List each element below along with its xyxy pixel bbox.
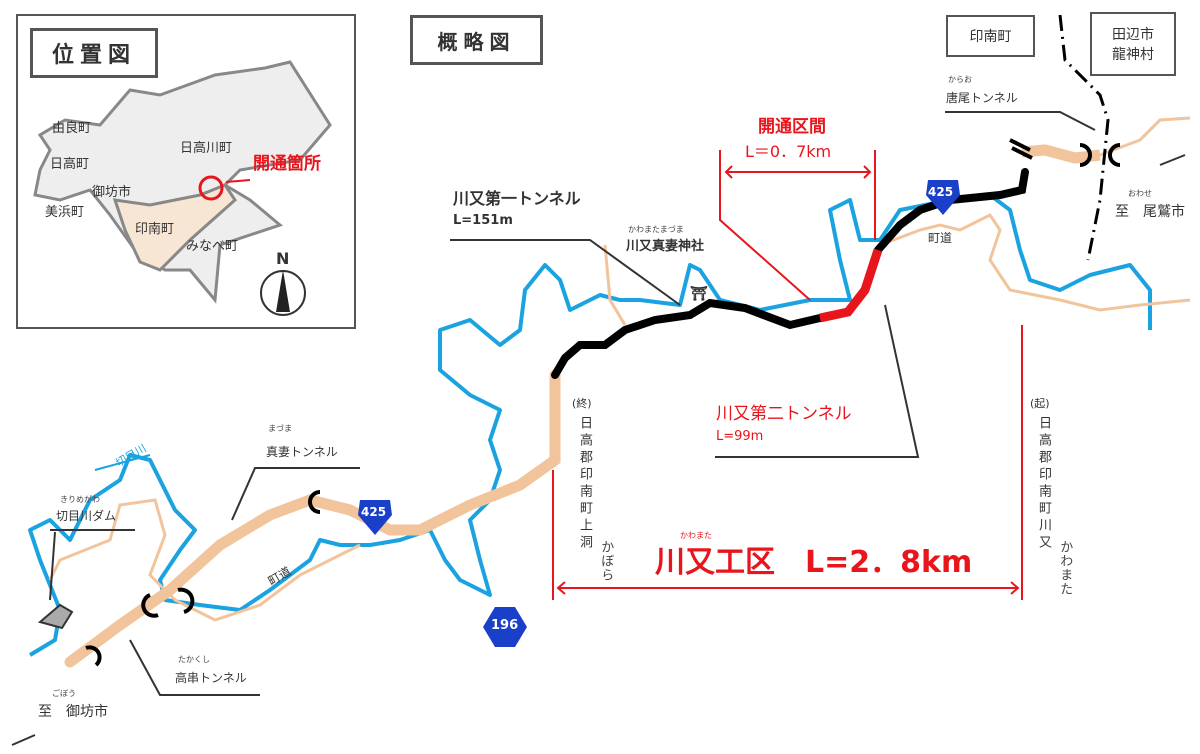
karao-tunnel-label: 唐尾トンネル — [946, 91, 1018, 105]
region-label: 印南町 — [135, 222, 175, 237]
takakushi-tunnel-label: 高串トンネル — [175, 671, 247, 685]
end-point-ruby: かぼら — [598, 540, 614, 582]
opening-length-label: L＝0．7km — [745, 142, 832, 161]
tunnel2-name: 川又第二トンネル — [716, 404, 852, 424]
to-gobo-label: 至 御坊市 — [38, 704, 108, 720]
route-196-number: 196 — [491, 618, 519, 633]
opening-site-arrow — [225, 179, 251, 183]
district-shape — [33, 60, 332, 304]
start-point-marker: (起) — [1030, 397, 1050, 410]
start-point-place: 日高郡印南町川又 — [1035, 416, 1051, 552]
ryujin-label: 龍神村 — [1112, 47, 1154, 63]
dam-label: 切目川ダム — [56, 509, 117, 523]
to-owase-label: 至 尾鷲市 — [1115, 204, 1185, 220]
shrine-icon: ⛩ — [690, 286, 708, 302]
route-425-number: 425 — [928, 185, 954, 199]
route-425-number: 425 — [361, 505, 387, 519]
region-label: 日高町 — [50, 157, 90, 172]
leader-lines — [11, 111, 1186, 746]
location-map-title: 位置図 — [30, 28, 158, 78]
tunnel-icon — [85, 138, 1121, 667]
mazuma-tunnel-label: 真妻トンネル — [266, 445, 338, 459]
route-425-existing — [64, 369, 561, 668]
end-point-place: 日高郡印南町上洞 — [576, 416, 592, 552]
region-label: 日高川町 — [180, 141, 233, 156]
new-road-west — [551, 298, 824, 379]
region-label: 由良町 — [52, 121, 92, 136]
overview-map-title: 概略図 — [410, 15, 543, 65]
opening-section-road — [819, 248, 883, 323]
route-425-shield-icon — [358, 180, 960, 535]
route-196-shield-icon — [483, 607, 527, 647]
region-label: 御坊市 — [92, 185, 132, 200]
gobo-ruby: ごぼう — [52, 689, 76, 698]
karao-ruby: からお — [948, 75, 972, 84]
section-ruby: かわまた — [680, 531, 712, 540]
tunnel1-name: 川又第一トンネル — [453, 189, 581, 208]
opening-section-label: 開通区間 — [758, 117, 826, 137]
north-arrow-icon — [276, 270, 290, 312]
tanabe-box: 田辺市 龍神村 — [1090, 12, 1176, 76]
opening-site-label: 開通箇所 — [253, 154, 321, 174]
end-point-marker: (終) — [572, 397, 592, 410]
innami-town-shape — [112, 183, 237, 272]
takakushi-ruby: たかくし — [178, 655, 210, 664]
town-road-label: 町道 — [928, 231, 953, 245]
region-label: みなべ町 — [186, 239, 239, 254]
route-425-existing-east — [1021, 144, 1101, 164]
section-label: 川又工区 L=2．8km — [655, 545, 973, 580]
start-point-ruby: かわまた — [1057, 540, 1073, 596]
dam-ruby: きりめがわ — [60, 495, 100, 504]
shrine-ruby: かわまたまづま — [628, 225, 684, 234]
shrine-label: 川又真妻神社 — [626, 239, 705, 254]
river-flow-arrow — [94, 454, 151, 471]
municipal-boundary — [1058, 14, 1110, 261]
dam-icon — [37, 603, 74, 630]
owase-ruby: おわせ — [1128, 189, 1152, 198]
opening-site-marker — [198, 175, 224, 201]
mazuma-ruby: まづま — [268, 424, 292, 433]
region-label: 美浜町 — [45, 205, 85, 220]
north-label: N — [276, 249, 290, 268]
tunnel1-length: L=151m — [453, 213, 513, 228]
tanabe-label: 田辺市 — [1112, 27, 1154, 43]
tunnel2-length: L=99m — [716, 429, 764, 444]
dimension-lines — [552, 150, 1023, 600]
innami-town-box: 印南町 — [946, 15, 1035, 57]
river — [28, 193, 1152, 657]
town-road — [48, 116, 1191, 622]
